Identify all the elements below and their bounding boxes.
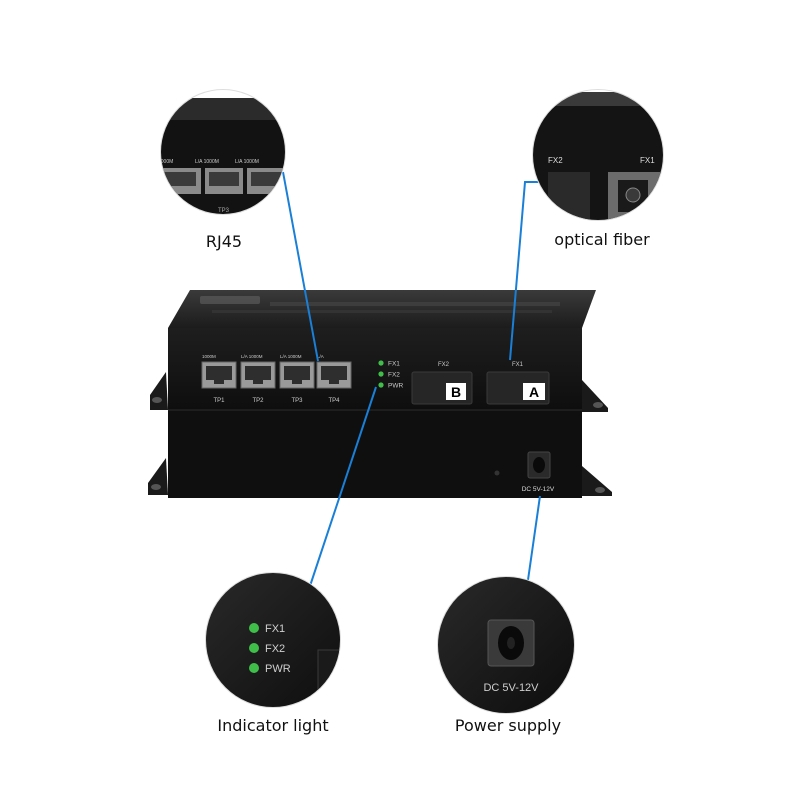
port-label: TP4 (328, 398, 340, 404)
zoom-rj45-speed-b: L/A 1000M (195, 159, 219, 165)
zoom-led-label: FX1 (265, 623, 285, 635)
rj45-port-1[interactable]: 1000M TP1 (201, 354, 237, 404)
device-top-print (200, 296, 560, 313)
fiber-fx2-label: FX2 (438, 362, 450, 368)
port-label: TP2 (252, 398, 264, 404)
fiber-slot-a: A (529, 384, 539, 400)
rj45-port-2[interactable]: L/A 1000M TP2 (240, 354, 276, 404)
zoom-rj45-speed-c: L/A 1000M (235, 159, 259, 165)
zoom-fiber-fx2: FX2 (548, 156, 563, 165)
port-speed-label: 1000M (202, 354, 216, 359)
port-speed-label: L/A (317, 354, 324, 359)
zoom-led-pwr-icon (249, 663, 259, 673)
port-speed-label: L/A 1000M (280, 354, 302, 359)
zoom-fiber: FX2 FX1 (532, 89, 664, 221)
zoom-power-label: DC 5V-12V (483, 682, 539, 694)
zoom-rj45-speed-a: 1000M (158, 159, 173, 165)
rj45-port-group: 1000M TP1 L/A 1000M TP2 L/A 1000M TP3 L/A TP4 (201, 354, 352, 404)
led-label: FX1 (388, 361, 400, 368)
zoom-rj45: 1000M L/A 1000M L/A 1000M P2 TP3 (158, 89, 286, 215)
zoom-rj45-port-left: P2 (180, 208, 188, 214)
device-top (168, 290, 596, 328)
rj45-port-3[interactable]: L/A 1000M TP3 (279, 354, 315, 404)
fiber-port-group: FX2 FX1 B A (411, 362, 550, 405)
callout-indicator-light: Indicator light (217, 716, 329, 735)
led-fx1-icon (378, 360, 384, 366)
callout-optical-fiber: optical fiber (554, 230, 650, 249)
port-label: TP1 (213, 398, 225, 404)
mounting-ear-left (148, 372, 168, 495)
led-label: FX2 (388, 372, 400, 379)
mounting-ear-right (582, 380, 612, 496)
zoom-led-fx1-icon (249, 623, 259, 633)
fiber-fx1-label: FX1 (512, 362, 524, 368)
device-front-lower (168, 410, 582, 498)
zoom-fiber-fx1: FX1 (640, 156, 655, 165)
zoom-power: DC 5V-12V (437, 576, 575, 714)
dc-power-jack[interactable]: DC 5V-12V (522, 451, 555, 493)
zoom-rj45-port-mid: TP3 (218, 208, 230, 214)
led-pwr-icon (378, 382, 384, 388)
zoom-led-label: PWR (265, 663, 291, 675)
led-fx2-icon (378, 371, 384, 377)
fiber-slot-b: B (451, 384, 461, 400)
callout-rj45: RJ45 (205, 232, 243, 251)
callout-power-supply: Power supply (454, 716, 562, 735)
port-label: TP3 (291, 398, 303, 404)
reset-hole[interactable] (494, 470, 500, 476)
zoom-led-fx2-icon (249, 643, 259, 653)
dc-power-label: DC 5V-12V (522, 486, 555, 493)
zoom-led-label: FX2 (265, 643, 285, 655)
rj45-port-4[interactable]: L/A TP4 (316, 354, 352, 404)
port-speed-label: L/A 1000M (241, 354, 263, 359)
led-label: PWR (388, 383, 403, 390)
